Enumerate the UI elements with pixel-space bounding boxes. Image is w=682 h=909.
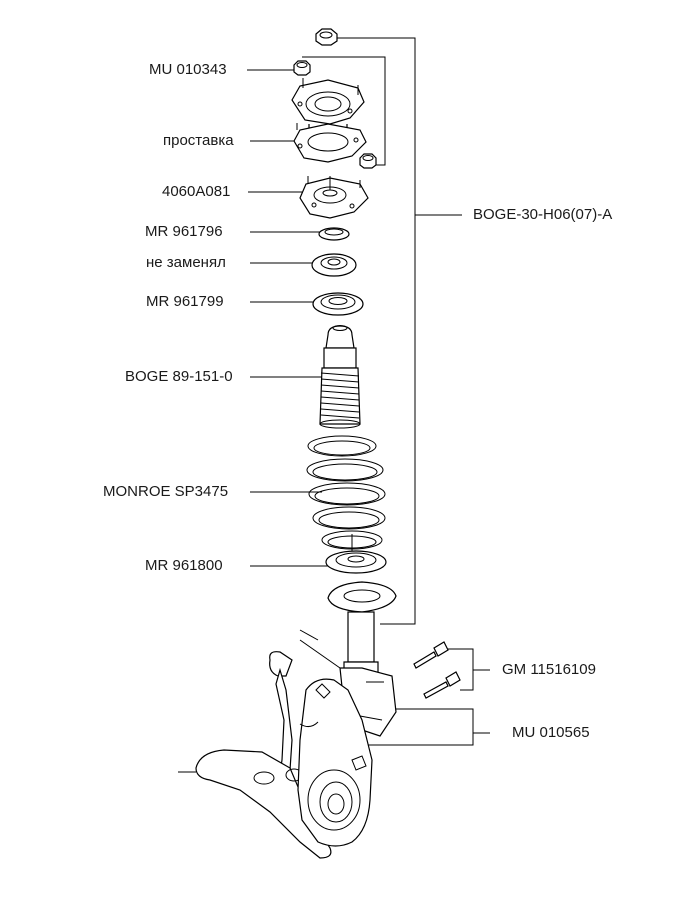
top-nut: [315, 28, 338, 46]
bump-stop-boot: [319, 325, 361, 429]
label-spring: MONROE SP3475: [103, 483, 229, 500]
label-lower-spring-pad: MR 961800: [145, 557, 223, 574]
mount-bolts: [413, 641, 461, 699]
label-upper-spring-pad: MR 961799: [146, 293, 224, 310]
label-bolt-nuts: MU 010565: [512, 724, 590, 741]
label-top-mount: 4060A081: [162, 183, 231, 200]
label-bearing: MR 961796: [145, 223, 223, 240]
seat: [311, 253, 357, 277]
bearing: [318, 227, 350, 241]
steering-knuckle: [178, 651, 373, 859]
label-bump-boot: BOGE 89-151-0: [125, 368, 233, 385]
lower-spring-pad: [325, 550, 387, 574]
upper-spring-pad: [312, 292, 364, 316]
label-seat: не заменял: [146, 254, 226, 271]
upper-nuts: [293, 60, 377, 169]
leader-lines: [247, 37, 490, 746]
spacer: [293, 123, 367, 163]
coil-spring: [306, 435, 386, 552]
label-strut: BOGE-30-H06(07)-A: [473, 206, 613, 223]
label-bolts: GM 11516109: [502, 661, 596, 678]
label-spacer: проставка: [163, 132, 234, 149]
upper-mount-plate: [291, 78, 365, 125]
label-upper-nut: MU 010343: [149, 61, 227, 78]
top-mount: [299, 176, 369, 219]
